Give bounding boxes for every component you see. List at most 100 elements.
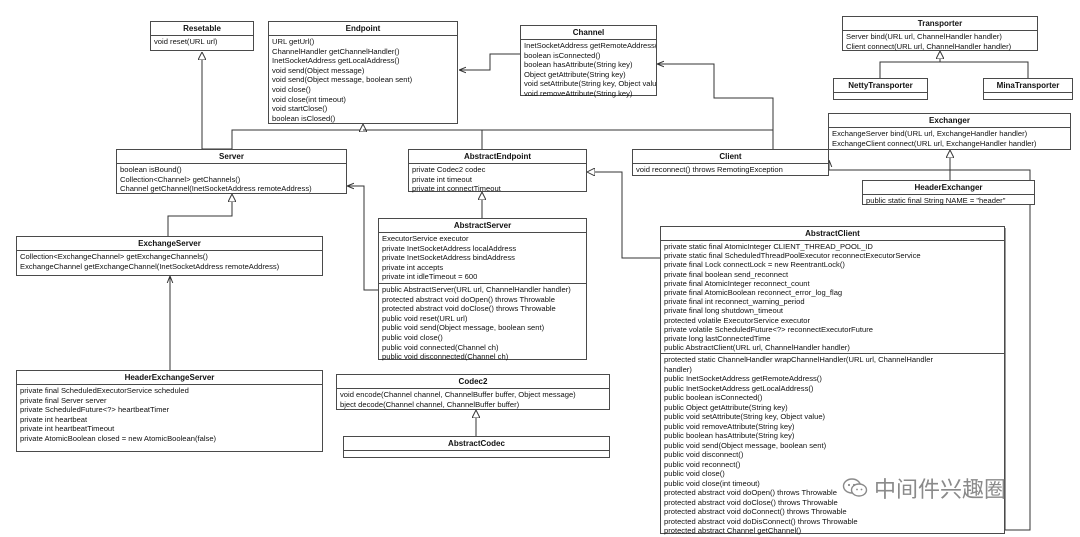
member: private final boolean send_reconnect bbox=[664, 269, 789, 279]
class-server: Server boolean isBound() Collection<Chan… bbox=[116, 149, 347, 194]
class-endpoint: Endpoint URL getUrl() ChannelHandler get… bbox=[268, 21, 458, 124]
methods: void reconnect() throws RemotingExceptio… bbox=[633, 164, 828, 176]
method: protected abstract void doClose() throws… bbox=[664, 497, 838, 507]
class-title: AbstractServer bbox=[379, 219, 586, 233]
class-channel: Channel InetSocketAddress getRemoteAddre… bbox=[520, 25, 657, 98]
member: private static final AtomicInteger CLIEN… bbox=[664, 242, 873, 251]
method: protected abstract void doConnect() thro… bbox=[664, 507, 847, 517]
method: void send(Object message) bbox=[272, 65, 365, 75]
method: protected abstract void doDisConnect() t… bbox=[664, 516, 858, 526]
member: public AbstractClient(URL url, ChannelHa… bbox=[664, 343, 850, 353]
member: private int accepts bbox=[382, 262, 444, 272]
member: protected volatile ExecutorService execu… bbox=[664, 315, 811, 325]
methods: Collection<ExchangeChannel> getExchangeC… bbox=[17, 251, 322, 272]
edge-netty-transporter bbox=[879, 51, 940, 78]
method: public InetSocketAddress getRemoteAddres… bbox=[664, 374, 822, 384]
method: protected abstract void doOpen() throws … bbox=[382, 294, 555, 304]
member: private final Lock connectLock = new Ree… bbox=[664, 260, 845, 270]
member: public static final String NAME = "heade… bbox=[866, 196, 1006, 205]
method: protected abstract void doOpen() throws … bbox=[664, 488, 837, 498]
member: private final AtomicBoolean reconnect_er… bbox=[664, 288, 843, 298]
member: private InetSocketAddress bindAddress bbox=[382, 253, 515, 263]
member: private int idleTimeout = 600 bbox=[382, 272, 478, 282]
methods: void encode(Channel channel, ChannelBuff… bbox=[337, 389, 609, 410]
methods: URL getUrl() ChannelHandler getChannelHa… bbox=[269, 36, 457, 124]
edge-server-endpoint bbox=[231, 124, 363, 149]
method: InetSocketAddress getRemoteAddress() bbox=[524, 41, 656, 50]
method: ExchangeServer bind(URL url, ExchangeHan… bbox=[832, 129, 1028, 138]
method: public void removeAttribute(String key) bbox=[664, 421, 795, 431]
member: private final int reconnect_warning_peri… bbox=[664, 297, 805, 307]
edge-mina-transporter bbox=[940, 61, 1029, 78]
class-title: Codec2 bbox=[337, 375, 609, 389]
method: public void disconnected(Channel ch) bbox=[382, 352, 509, 362]
method: public void close() bbox=[664, 469, 725, 479]
method: Object getAttribute(String key) bbox=[524, 69, 626, 79]
method: protected static ChannelHandler wrapChan… bbox=[664, 355, 934, 365]
watermark-text: 中间件兴趣圈 bbox=[874, 478, 1007, 503]
method: ChannelHandler getChannelHandler() bbox=[272, 46, 400, 56]
method: Client connect(URL url, ChannelHandler h… bbox=[846, 41, 1012, 51]
method: InetSocketAddress getLocalAddress() bbox=[272, 56, 400, 66]
method: public void reconnect() bbox=[664, 459, 741, 469]
class-header-exchanger: HeaderExchanger public static final Stri… bbox=[862, 180, 1035, 205]
class-title: NettyTransporter bbox=[834, 79, 927, 93]
member: private final Server server bbox=[20, 395, 107, 405]
member: private final AtomicInteger reconnect_co… bbox=[664, 278, 810, 288]
methods: InetSocketAddress getRemoteAddress() boo… bbox=[521, 40, 656, 100]
method: URL getUrl() bbox=[272, 37, 315, 46]
method: public AbstractServer(URL url, ChannelHa… bbox=[382, 284, 571, 294]
method: boolean hasAttribute(String key) bbox=[524, 60, 633, 70]
edge-channel-endpoint bbox=[459, 53, 520, 70]
methods: ExchangeServer bind(URL url, ExchangeHan… bbox=[829, 128, 1070, 149]
method: boolean isClosed() bbox=[272, 113, 336, 123]
edge-abstractclient-client bbox=[829, 160, 1031, 531]
watermark: 中间件兴趣圈 bbox=[842, 472, 1006, 504]
class-title: Resetable bbox=[151, 22, 253, 36]
edge-abstractclient-abstractendpoint bbox=[587, 172, 660, 259]
methods: public AbstractServer(URL url, ChannelHa… bbox=[379, 282, 586, 363]
member: private static final ScheduledThreadPool… bbox=[664, 251, 921, 261]
method: public void send(Object message, boolean… bbox=[382, 323, 545, 333]
class-title: MinaTransporter bbox=[984, 79, 1072, 93]
class-title: Exchanger bbox=[829, 114, 1070, 128]
methods: boolean isBound() Collection<Channel> ge… bbox=[117, 164, 346, 195]
method: protected abstract Channel getChannel() bbox=[664, 526, 802, 536]
member: private int heartbeatTimeout bbox=[20, 424, 115, 434]
member: private Codec2 codec bbox=[412, 165, 486, 174]
method: void send(Object message, boolean sent) bbox=[272, 75, 413, 85]
class-codec2: Codec2 void encode(Channel channel, Chan… bbox=[336, 374, 610, 410]
edge-client-endpoint bbox=[363, 129, 774, 149]
member: ExecutorService executor bbox=[382, 234, 469, 243]
class-title: AbstractCodec bbox=[344, 437, 609, 451]
method: public InetSocketAddress getLocalAddress… bbox=[664, 383, 814, 393]
method: ExchangeClient connect(URL url, Exchange… bbox=[832, 138, 1037, 148]
method: public void close(int timeout) bbox=[664, 478, 760, 488]
method: public void reset(URL url) bbox=[382, 313, 468, 323]
class-client: Client void reconnect() throws RemotingE… bbox=[632, 149, 829, 176]
edge-server-resetable bbox=[202, 52, 232, 150]
member: private InetSocketAddress localAddress bbox=[382, 243, 517, 253]
method: Server bind(URL url, ChannelHandler hand… bbox=[846, 32, 1002, 41]
member: private long lastConnectedTime bbox=[664, 334, 771, 344]
method: void close() bbox=[272, 84, 311, 94]
class-title: AbstractEndpoint bbox=[409, 150, 586, 164]
class-transporter: Transporter Server bind(URL url, Channel… bbox=[842, 16, 1038, 51]
method: Collection<Channel> getChannels() bbox=[120, 174, 241, 184]
method: public void disconnect() bbox=[664, 450, 744, 460]
class-mina-transporter: MinaTransporter bbox=[983, 78, 1073, 100]
member: private final ScheduledExecutorService s… bbox=[20, 386, 189, 395]
class-abstract-server: AbstractServer ExecutorService executor … bbox=[378, 218, 587, 363]
method: public void connected(Channel ch) bbox=[382, 342, 499, 352]
method: public void setAttribute(String key, Obj… bbox=[664, 412, 826, 422]
methods: void reset(URL url) bbox=[151, 36, 253, 48]
method: void reset(URL url) bbox=[154, 37, 218, 46]
method: boolean isBound() bbox=[120, 165, 182, 174]
member: private ScheduledFuture<?> heartbeatTime… bbox=[20, 405, 170, 415]
members: private Codec2 codec private int timeout… bbox=[409, 164, 586, 195]
method: boolean isConnected() bbox=[524, 50, 601, 60]
class-abstract-codec: AbstractCodec bbox=[343, 436, 610, 458]
edge-exchangeserver-server bbox=[167, 194, 232, 236]
method: handler) bbox=[664, 364, 692, 374]
